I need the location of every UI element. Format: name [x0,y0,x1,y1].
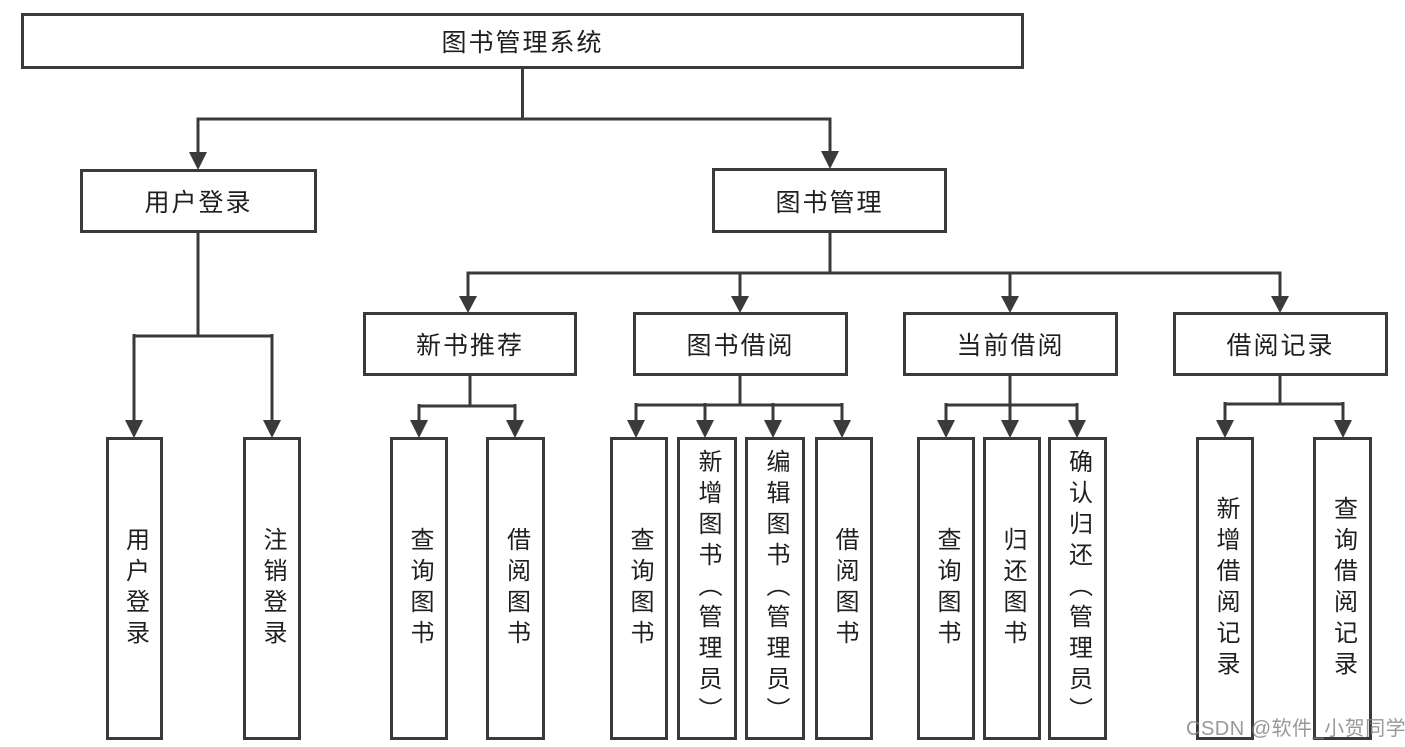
connector-book-borrow-to-leaves [634,376,844,421]
leaf-add-borrow-record: 新增借阅记录 [1196,437,1254,740]
arrowhead [627,420,645,438]
leaf-logout: 注销登录 [243,437,301,740]
arrowhead [937,420,955,438]
arrowhead [459,296,477,313]
leaf-add-book-admin: 新增图书（管理员） [677,437,737,740]
arrowhead [1334,420,1352,438]
arrowhead [506,420,524,438]
leaf-query-book-recommend: 查询图书 [390,437,448,740]
arrowhead [821,151,839,169]
leaf-query-book-borrow: 查询图书 [610,437,668,740]
arrowhead [1216,420,1234,438]
arrowhead [410,420,428,438]
leaf-confirm-return-admin: 确认归还（管理员） [1048,437,1107,740]
node-user-login: 用户登录 [80,169,317,233]
arrowhead [1271,296,1289,313]
connector-root-to-level2 [196,69,832,153]
leaf-user-login: 用户登录 [106,437,163,740]
arrowhead [1001,296,1019,313]
arrowhead [1001,420,1019,438]
leaf-query-borrow-record: 查询借阅记录 [1313,437,1372,740]
connector-borrow-records-to-leaves [1223,376,1345,421]
arrowhead [263,420,281,438]
node-book-management: 图书管理 [712,168,947,233]
node-borrow-records: 借阅记录 [1173,312,1388,376]
arrowhead [125,420,143,438]
leaf-borrow-book-recommend: 借阅图书 [486,437,545,740]
node-root-system: 图书管理系统 [21,13,1024,69]
connector-user-login-to-leaves [132,233,274,421]
arrowhead [189,152,207,170]
leaf-borrow-book: 借阅图书 [815,437,873,740]
node-new-book-recommend: 新书推荐 [363,312,577,376]
arrowhead [696,420,714,438]
arrowhead [833,420,851,438]
csdn-watermark: CSDN @软件_小贺同学 [1186,718,1405,740]
arrowhead [731,296,749,313]
leaf-query-book-current: 查询图书 [917,437,975,740]
connector-book-mgmt-to-level3 [466,233,1282,297]
node-book-borrow: 图书借阅 [633,312,848,376]
arrowhead [764,420,782,438]
connector-new-book-to-leaves [417,376,517,421]
leaf-return-book: 归还图书 [983,437,1041,740]
arrowhead [1068,420,1086,438]
leaf-edit-book-admin: 编辑图书（管理员） [745,437,805,740]
node-current-borrow: 当前借阅 [903,312,1118,376]
connector-current-borrow-to-leaves [944,376,1079,421]
